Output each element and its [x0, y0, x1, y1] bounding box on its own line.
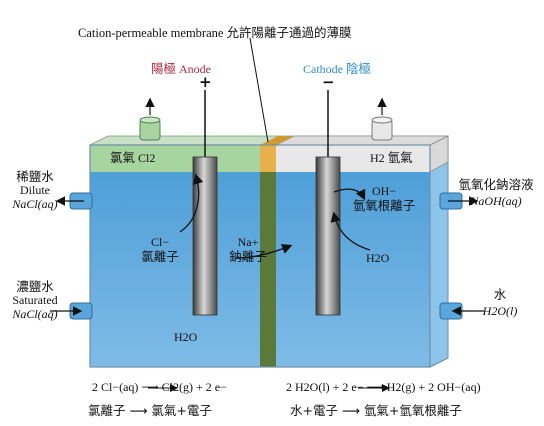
saturated-formula: NaCl(aq): [12, 307, 58, 322]
right-equation-zh: 水+電子 ⟶ 氫氣+氫氧根離子: [290, 403, 462, 418]
cathode-en: Cathode: [303, 62, 343, 76]
dilute-brine-label: 稀鹽水 Dilute NaCl(aq): [6, 169, 64, 212]
anode-zh: 陽極: [151, 61, 177, 76]
tank-right-solution: [276, 172, 430, 367]
water-label: 水 H2O(l): [472, 287, 528, 319]
naoh-zh: 氫氧化鈉溶液: [458, 177, 534, 192]
na-ion-label: Na+ 鈉離子: [218, 235, 278, 264]
anode-en: Anode: [179, 62, 212, 76]
cathode-label: Cathode 陰極: [303, 61, 372, 77]
cl-zh: 氯離子: [141, 248, 179, 264]
gas-right-formula: H2: [370, 151, 385, 165]
cl2-outlet-top: [139, 116, 161, 124]
gas-space-right: [276, 145, 430, 172]
cathode-zh: 陰極: [346, 61, 372, 76]
right-half-equation: 2 H2O(l) + 2 e− ⟶ H2(g) + 2 OH−(aq): [286, 380, 481, 394]
cl-formula: Cl−: [150, 235, 170, 249]
oh-ion-arrow: [333, 188, 366, 201]
na-formula: Na+: [237, 235, 259, 249]
tank-outline: [89, 144, 431, 368]
tank-left-solution: [90, 172, 260, 367]
gas-right-zh: 氫氣: [387, 150, 413, 165]
membrane-lower: [260, 172, 276, 367]
h2o-to-cathode-arrow: [330, 211, 371, 251]
membrane-pointer-line: [249, 37, 269, 143]
naoh-label: 氫氧化鈉溶液 NaOH(aq): [452, 177, 540, 209]
membrane-upper: [260, 145, 276, 172]
cathode-electrode: [315, 156, 341, 316]
saturated-en: Saturated: [12, 293, 58, 308]
dilute-formula: NaCl(aq): [12, 197, 58, 212]
water-zh: 水: [493, 287, 507, 302]
oh-ion-label: OH− 氫氧根離子: [338, 184, 430, 213]
gas-left-label: 氯氣 Cl2: [110, 150, 156, 166]
gas-right-label: H2 氫氣: [370, 150, 413, 166]
na-zh: 鈉離子: [229, 248, 267, 264]
gas-left-zh: 氯氣: [110, 150, 136, 165]
h2o-right-label: H2O: [366, 251, 390, 265]
anode-sign: +: [199, 73, 212, 91]
dilute-zh: 稀鹽水: [16, 169, 54, 184]
left-equation-zh: 氯離子 ⟶ 氯氣+電子: [88, 403, 212, 418]
cl-ion-label: Cl− 氯離子: [130, 235, 190, 264]
cathode-sign: −: [322, 73, 335, 91]
na-ion-arrow: [235, 244, 293, 259]
h2o-left-label: H2O: [174, 330, 198, 344]
oh-formula: OH−: [371, 184, 397, 198]
naoh-formula: NaOH(aq): [470, 194, 522, 209]
anode-label: 陽極 Anode: [151, 61, 212, 77]
water-formula: H2O(l): [482, 304, 518, 319]
saturated-brine-label: 濃鹽水 Saturated NaCl(aq): [4, 279, 66, 322]
cl-ion-arrow: [179, 173, 204, 233]
dilute-en: Dilute: [20, 183, 50, 198]
membrane-title: Cation-permeable membrane 允許陽離子通過的薄膜: [78, 26, 352, 40]
oh-zh: 氫氧根離子: [352, 197, 416, 213]
tank-bottom-edge: [429, 357, 449, 368]
saturated-zh: 濃鹽水: [16, 279, 54, 294]
gas-space-left: [90, 145, 260, 172]
tank-top-right: [275, 135, 449, 146]
membrane-top: [260, 136, 294, 145]
left-half-equation: 2 Cl−(aq) ⟶ Cl2(g) + 2 e−: [92, 380, 227, 394]
h2-outlet-top: [371, 116, 393, 124]
gas-left-formula: Cl2: [138, 151, 156, 165]
